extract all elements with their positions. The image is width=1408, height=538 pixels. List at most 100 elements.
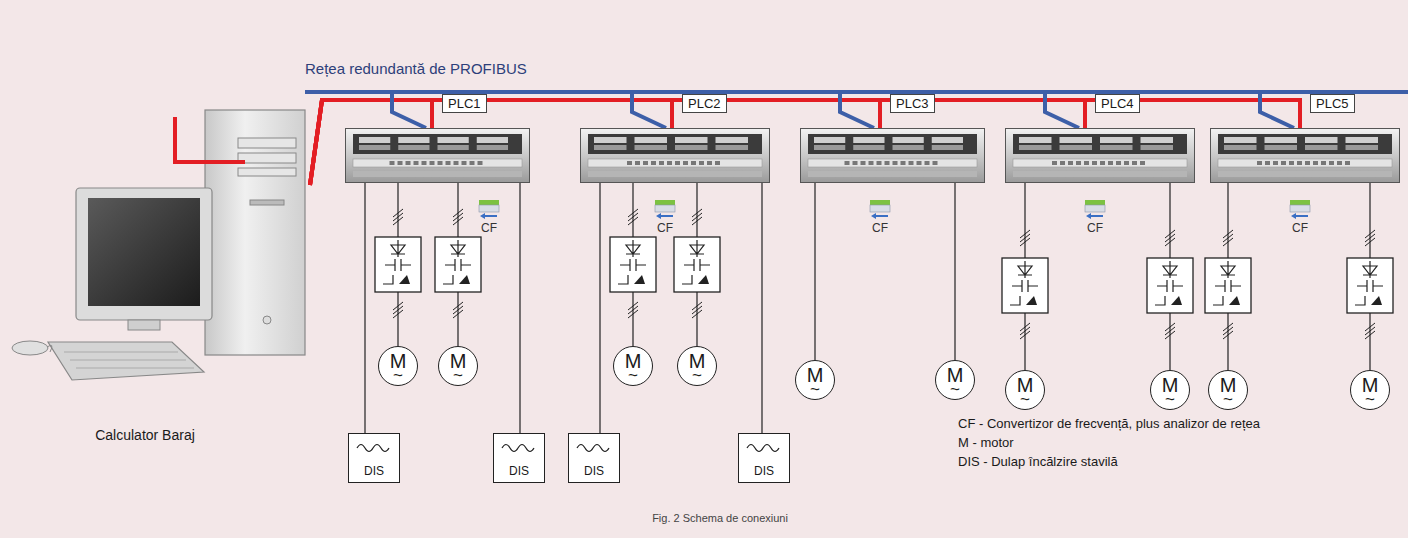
diode-symbol (391, 240, 405, 257)
rack-led (893, 161, 898, 165)
rack-module (814, 137, 845, 143)
cf-body (655, 205, 675, 212)
rack-module (398, 145, 429, 150)
phase-mark (628, 217, 638, 225)
motor-circle: M~ (1150, 370, 1190, 410)
rack-rail (1013, 159, 1187, 167)
network-title: Rețea redundantă de PROFIBUS (305, 60, 527, 77)
rack-module (1265, 137, 1298, 143)
heater-cabinet: DIS (568, 433, 620, 483)
rack-led (933, 161, 938, 165)
profibus-drop (1260, 92, 1294, 128)
switch-symbol (1213, 296, 1223, 305)
rack-led (683, 161, 688, 165)
rack-module (1305, 137, 1338, 143)
rack-module (594, 145, 627, 150)
rack-led (1124, 161, 1129, 165)
drive-bay (238, 153, 296, 163)
power-wire (814, 183, 815, 360)
rack-drawing (800, 128, 985, 183)
rack-led (398, 161, 403, 165)
plc-rack: PLC4 (1005, 128, 1195, 183)
rack-module (438, 145, 469, 150)
phase-mark (628, 213, 638, 221)
phase-mark (453, 209, 463, 217)
keyboard-keys (64, 352, 194, 368)
heater-symbol (494, 434, 544, 458)
rack-module (359, 137, 390, 143)
phase-mark (1165, 323, 1175, 331)
phase-mark (1365, 230, 1375, 238)
phase-mark (453, 302, 463, 310)
rack-led (691, 161, 696, 165)
plc-label: PLC4 (1095, 94, 1140, 113)
rack-module (1265, 145, 1298, 150)
computer-label: Calculator Baraj (10, 427, 280, 443)
rack-led (699, 161, 704, 165)
rack-led (1068, 161, 1073, 165)
capacitor-symbol (1157, 280, 1183, 292)
rack-led (1076, 161, 1081, 165)
cf-arrow (871, 213, 888, 219)
legend: CF - Convertizor de frecvență, plus anal… (958, 414, 1260, 471)
phase-mark (692, 213, 702, 221)
rack-module (477, 137, 508, 143)
rack-led (861, 161, 866, 165)
monitor-screen (88, 198, 200, 306)
ac-symbol: ~ (393, 371, 403, 381)
phase-mark (1223, 230, 1233, 238)
rack-module (635, 137, 668, 143)
phase-mark (1020, 323, 1030, 331)
diode-symbol (1221, 261, 1235, 278)
frequency-converter (1205, 230, 1251, 339)
rack-module (716, 145, 749, 150)
rack-drawing (1005, 128, 1195, 183)
rack-led (446, 161, 451, 165)
cf-label: CF (1087, 221, 1103, 235)
rack-rail (1218, 159, 1392, 167)
rack-led (885, 161, 890, 165)
heater-label: DIS (364, 464, 384, 478)
frequency-converter (1347, 230, 1393, 339)
rack-base (1013, 171, 1187, 177)
rack-led (667, 161, 672, 165)
converter-box (1347, 258, 1393, 313)
rack-drawing (345, 128, 530, 183)
converter-box (1205, 258, 1251, 313)
power-wire (599, 183, 600, 433)
ac-symbol: ~ (692, 371, 702, 381)
motor-letter: M (1162, 376, 1179, 395)
rack-module (398, 137, 429, 143)
heater-label: DIS (509, 464, 529, 478)
phase-mark (692, 217, 702, 225)
rack-led (454, 161, 459, 165)
rack-led (1297, 161, 1302, 165)
phase-mark (1165, 238, 1175, 246)
profibus-drop (632, 92, 666, 128)
rack-base (588, 171, 762, 177)
cf-icon (479, 200, 499, 219)
transistor-symbol (634, 275, 645, 284)
computer-drawing (12, 110, 305, 380)
rack-led (643, 161, 648, 165)
rack-led (1084, 161, 1089, 165)
profibus-drop (840, 92, 874, 128)
phase-mark (628, 209, 638, 217)
switch-symbol (383, 275, 393, 284)
capacitor-symbol (385, 259, 411, 271)
rack-module (932, 145, 963, 150)
motor-letter: M (1017, 376, 1034, 395)
switch-symbol (443, 275, 453, 284)
rack-led (414, 161, 419, 165)
rack-module (1224, 145, 1257, 150)
rack-led (462, 161, 467, 165)
phase-mark (1020, 327, 1030, 335)
power-wire (954, 183, 955, 360)
rack-led (1132, 161, 1137, 165)
motor-letter: M (807, 366, 824, 385)
rack-module (1346, 145, 1379, 150)
transistor-symbol (1229, 296, 1240, 305)
rack-led (1140, 161, 1145, 165)
motor-circle: M~ (378, 346, 418, 386)
